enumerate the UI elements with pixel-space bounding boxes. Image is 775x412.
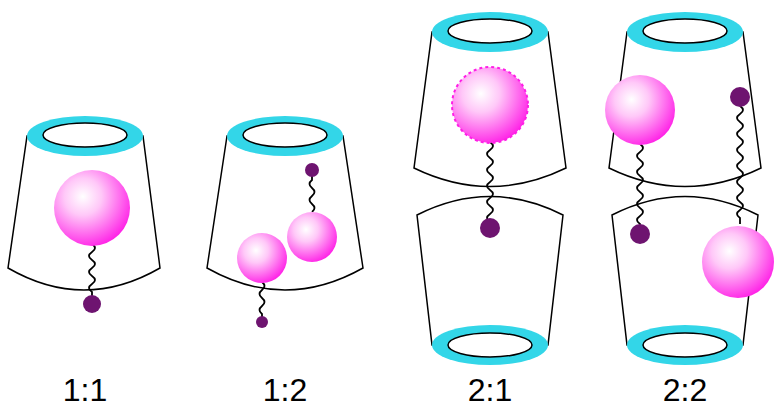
ratio-label: 2:1	[468, 374, 512, 406]
ratio-label: 2:2	[663, 374, 707, 406]
ratio-label: 1:2	[263, 374, 307, 406]
ratio-label: 1:1	[63, 374, 107, 406]
